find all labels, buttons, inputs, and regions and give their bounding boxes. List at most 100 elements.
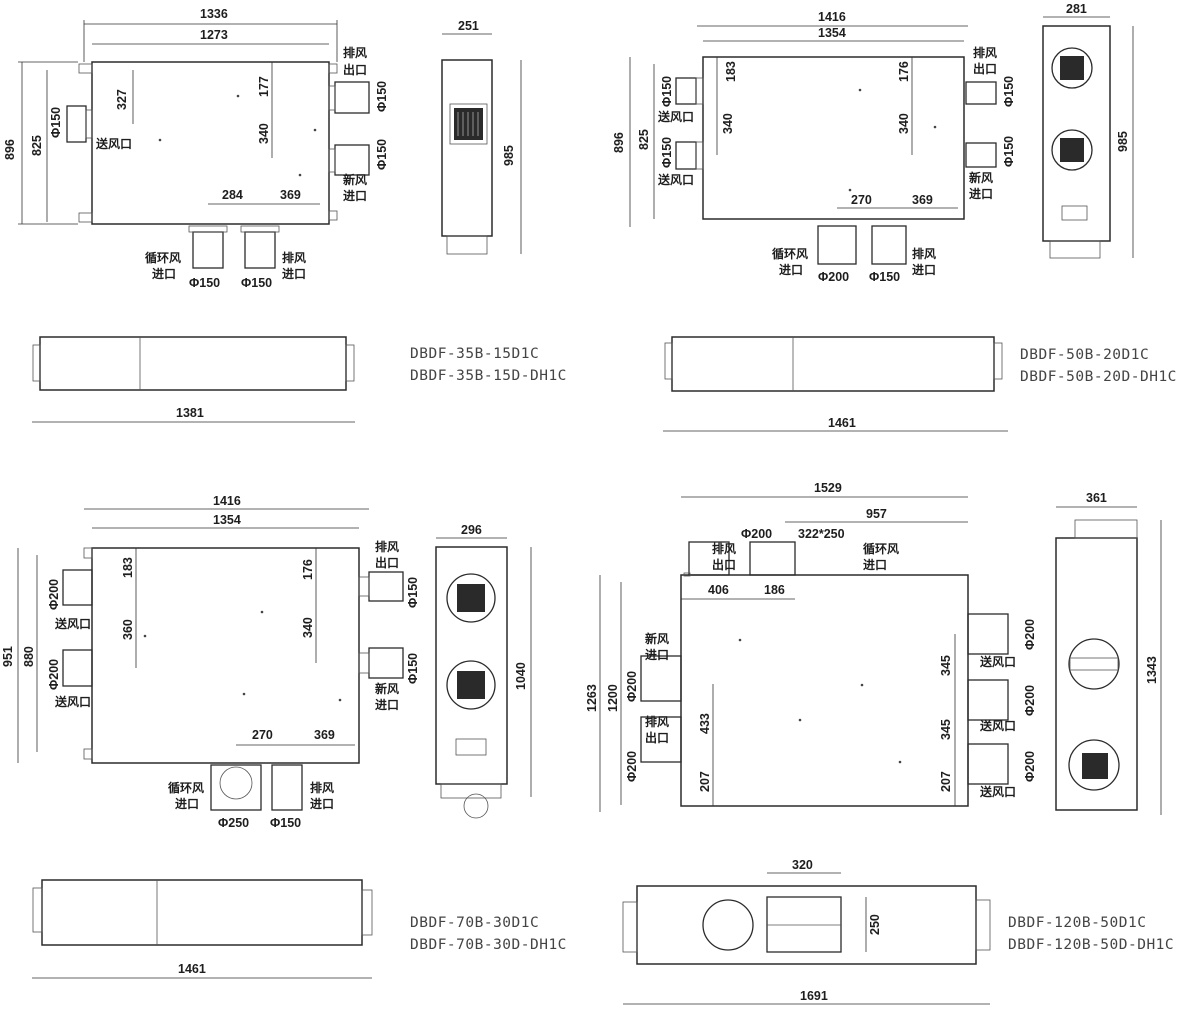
m4-side-height: 1343 xyxy=(1145,656,1159,684)
m3-bot-b: 369 xyxy=(314,728,335,742)
m2-exhaust-out-l2: 出口 xyxy=(973,61,997,76)
m3-fresh-l2: 进口 xyxy=(375,697,399,712)
m2-height-inner: 825 xyxy=(637,129,651,150)
m4-top-b: 186 xyxy=(764,583,785,597)
m4-supply-label-3: 送风口 xyxy=(979,784,1016,799)
m1-fresh-l1: 新风 xyxy=(343,172,367,187)
m3-side-view: 296 1040 xyxy=(435,523,532,819)
m1-model-a: DBDF-35B-15D1C xyxy=(410,346,539,362)
m2-height-outer: 896 xyxy=(612,132,626,153)
m2-top-view: 1416 1354 896 825 183 340 Φ150 Φ150 176 … xyxy=(612,10,1016,284)
m2-model-b: DBDF-50B-20D-DH1C xyxy=(1020,369,1177,385)
m4-supply-label-1: 送风口 xyxy=(979,654,1016,669)
m3-out2-dia: Φ150 xyxy=(406,653,420,684)
m4-front-top-width: 320 xyxy=(792,858,813,872)
m1-supply-offset: 327 xyxy=(115,89,129,110)
m2-fresh-l1: 新风 xyxy=(969,170,993,185)
m3-model-b: DBDF-70B-30D-DH1C xyxy=(410,937,567,953)
m2-front-width: 1461 xyxy=(828,416,856,430)
m4-side-view: 361 1343 xyxy=(1055,491,1162,815)
m1-supply-dia: Φ150 xyxy=(49,107,63,138)
m3-return-l2: 进口 xyxy=(175,796,199,811)
m1-front-view: 1381 DBDF-35B-15D1C DBDF-35B-15D-DH1C xyxy=(32,336,567,423)
m4-right-dia-2: Φ200 xyxy=(1023,685,1037,716)
m4-width-outer: 1529 xyxy=(814,481,842,495)
m2-bot-dia-2: Φ150 xyxy=(869,270,900,284)
m1-return-l2: 进口 xyxy=(152,266,176,281)
m4-front-width: 1691 xyxy=(800,989,828,1003)
m1-model-b: DBDF-35B-15D-DH1C xyxy=(410,368,567,384)
m4-right-dia-1: Φ200 xyxy=(1023,619,1037,650)
m2-side-height: 985 xyxy=(1116,131,1130,152)
m3-exhaust-out-l1: 排风 xyxy=(375,539,399,554)
m4-exhaust-out-l1: 排风 xyxy=(712,541,736,556)
model-2-group: 1416 1354 896 825 183 340 Φ150 Φ150 176 … xyxy=(612,2,1177,432)
m1-exhaust-out-l2: 出口 xyxy=(343,62,367,77)
m3-out1-dia: Φ150 xyxy=(406,577,420,608)
m3-left-gap: 360 xyxy=(121,619,135,640)
m2-fresh-l2: 进口 xyxy=(969,186,993,201)
m3-bot-dia-2: Φ150 xyxy=(270,816,301,830)
m1-exhin-l2: 进口 xyxy=(282,266,306,281)
m3-exhaust-out-l2: 出口 xyxy=(375,555,399,570)
m2-side-view: 281 985 xyxy=(1042,2,1134,259)
m4-right-dia-3: Φ200 xyxy=(1023,751,1037,782)
m2-supply-label-2: 送风口 xyxy=(657,172,694,187)
m3-exhin-l2: 进口 xyxy=(310,796,334,811)
m4-return-l2: 进口 xyxy=(863,557,887,572)
m3-supply-label-1: 送风口 xyxy=(54,616,91,631)
m1-return-l1: 循环风 xyxy=(145,250,181,265)
m1-out1-dia: Φ150 xyxy=(375,81,389,112)
m4-return-l1: 循环风 xyxy=(863,541,899,556)
m3-left-dia-2: Φ200 xyxy=(47,659,61,690)
m1-out-top: 177 xyxy=(257,76,271,97)
m3-height-inner: 880 xyxy=(22,646,36,667)
m3-front-width: 1461 xyxy=(178,962,206,976)
m2-model-a: DBDF-50B-20D1C xyxy=(1020,347,1149,363)
m1-bot-a: 284 xyxy=(222,188,243,202)
m1-bot-b: 369 xyxy=(280,188,301,202)
m2-bot-b: 369 xyxy=(912,193,933,207)
m1-fresh-l2: 进口 xyxy=(343,188,367,203)
m2-out-gap: 340 xyxy=(897,113,911,134)
m4-height-inner: 1200 xyxy=(606,684,620,712)
m1-front-width: 1381 xyxy=(176,406,204,420)
m4-fresh-l2: 进口 xyxy=(645,647,669,662)
m4-top-view: 1529 957 Φ200 322*250 406 186 排风 出口 循环风 … xyxy=(585,481,1037,812)
m4-width-inner: 957 xyxy=(866,507,887,521)
m4-fresh-l1: 新风 xyxy=(645,631,669,646)
m3-side-width: 296 xyxy=(461,523,482,537)
m4-supply-label-2: 送风口 xyxy=(979,718,1016,733)
m2-left-gap: 340 xyxy=(721,113,735,134)
m3-fresh-l1: 新风 xyxy=(375,681,399,696)
m3-top-view: 1416 1354 951 880 183 360 Φ200 Φ200 176 … xyxy=(1,494,420,830)
m1-exhin-l1: 排风 xyxy=(282,250,306,265)
m3-out-gap: 340 xyxy=(301,617,315,638)
m3-left-top: 183 xyxy=(121,557,135,578)
m2-front-view: 1461 DBDF-50B-20D1C DBDF-50B-20D-DH1C xyxy=(663,336,1177,432)
m2-left-dia-2: Φ150 xyxy=(660,137,674,168)
m1-out2-dia: Φ150 xyxy=(375,139,389,170)
m1-side-width: 251 xyxy=(458,19,479,33)
m4-exhin-l2: 出口 xyxy=(645,730,669,745)
m1-height-outer: 896 xyxy=(3,139,17,160)
m1-side-height: 985 xyxy=(502,145,516,166)
m4-exhin-l1: 排风 xyxy=(645,714,669,729)
m2-out-top: 176 xyxy=(897,61,911,82)
m4-right-b: 345 xyxy=(939,719,953,740)
m3-bot-dia-1: Φ250 xyxy=(218,816,249,830)
m4-front-view: 320 250 1691 DBDF-120B-50D1C DBDF-120B-5… xyxy=(622,858,1174,1005)
m4-side-width: 361 xyxy=(1086,491,1107,505)
m2-side-width: 281 xyxy=(1066,2,1087,16)
m3-out-top: 176 xyxy=(301,559,315,580)
m2-out2-dia: Φ150 xyxy=(1002,136,1016,167)
model-3-group: 1416 1354 951 880 183 360 Φ200 Φ200 176 … xyxy=(1,494,567,979)
m1-supply-label: 送风口 xyxy=(95,136,132,151)
m1-bot-dia-2: Φ150 xyxy=(241,276,272,290)
m4-left-dia-2: Φ200 xyxy=(625,751,639,782)
m4-front-height: 250 xyxy=(868,914,882,935)
m3-exhin-l1: 排风 xyxy=(310,780,334,795)
m2-width-outer: 1416 xyxy=(818,10,846,24)
m1-top-view: 1336 1273 896 825 327 Φ150 177 340 284 3… xyxy=(3,7,389,290)
